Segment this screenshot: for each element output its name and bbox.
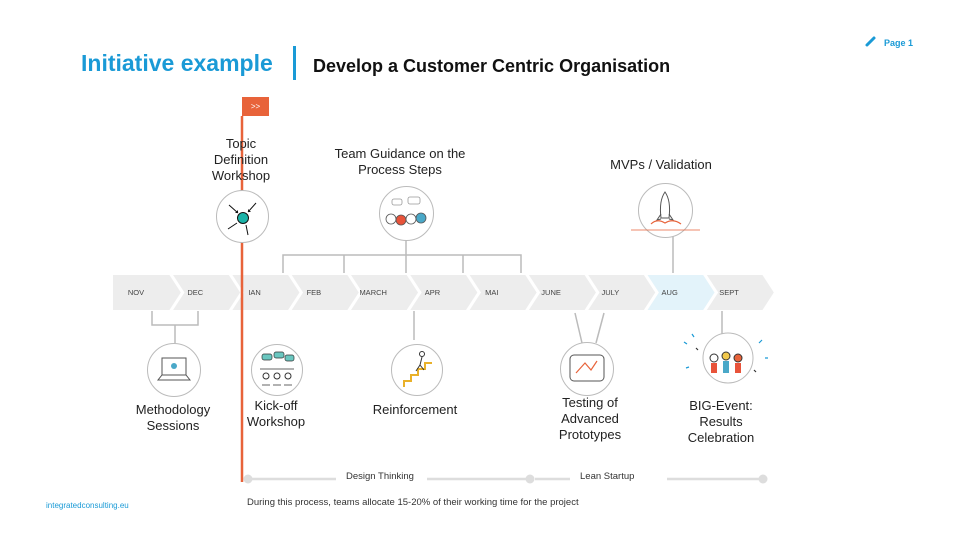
month-label: SEPT [719, 287, 739, 297]
footer-note: During this process, teams allocate 15-2… [247, 497, 579, 508]
celebration-icon [676, 328, 772, 384]
month-chevron-feb [288, 273, 362, 312]
pencil-icon [865, 34, 877, 52]
page-number: Page 1 [884, 38, 914, 48]
month-label: JULY [601, 287, 620, 297]
team-faces-icon [379, 186, 434, 241]
month-chevron-apr [406, 273, 480, 312]
month-chevron-nov [111, 273, 184, 312]
label-mvps: MVPs / Validation [610, 157, 712, 172]
phase-label-lean-startup: Lean Startup [580, 471, 635, 482]
month-chevron-sept [703, 273, 777, 312]
stairs-climb-icon [391, 344, 443, 396]
target-arrows-icon [216, 190, 269, 243]
month-chevron-july [584, 273, 658, 312]
month-label: MARCH [359, 287, 387, 297]
month-label: AUG [661, 287, 678, 297]
connector-testing [574, 312, 605, 344]
start-flag: >> [242, 97, 269, 116]
rocket-icon [631, 183, 700, 238]
label-kickoff: Kick-off Workshop [246, 398, 306, 429]
connector-team-guidance [282, 238, 522, 273]
month-chevron-june [525, 273, 599, 312]
month-label: APR [424, 287, 441, 297]
label-methodology: Methodology Sessions [135, 402, 211, 433]
month-chevron-dec [169, 273, 243, 312]
page-subtitle: Develop a Customer Centric Organisation [313, 56, 671, 76]
label-reinforcement: Reinforcement [372, 402, 458, 417]
label-topic-definition: Topic Definition Workshop [211, 136, 271, 183]
month-chevron-march [347, 273, 421, 312]
month-chevron-aug [643, 273, 717, 312]
month-label: DEC [187, 287, 204, 297]
phase-lean-startup-line [535, 474, 768, 484]
label-testing: Testing of Advanced Prototypes [558, 395, 622, 442]
prototype-board-icon [560, 342, 614, 396]
phase-label-design-thinking: Design Thinking [346, 471, 414, 482]
month-label: MAI [485, 287, 499, 297]
month-label: JUNE [541, 287, 561, 297]
month-label: IAN [248, 287, 261, 297]
month-chevron-mai [465, 273, 539, 312]
month-label: NOV [127, 287, 145, 297]
month-label: FEB [306, 287, 322, 297]
connector-methodology [151, 311, 199, 343]
title-divider [293, 46, 296, 80]
label-team-guidance: Team Guidance on the Process Steps [334, 146, 466, 177]
month-chevrons [111, 273, 777, 312]
kickoff-team-icon [251, 344, 303, 396]
phase-design-thinking-line [243, 474, 535, 484]
page-title: Initiative example [81, 50, 273, 76]
laptop-icon [147, 343, 201, 397]
label-big-event: BIG-Event: Results Celebration [687, 398, 755, 445]
footer-url: integratedconsulting.eu [46, 501, 129, 510]
